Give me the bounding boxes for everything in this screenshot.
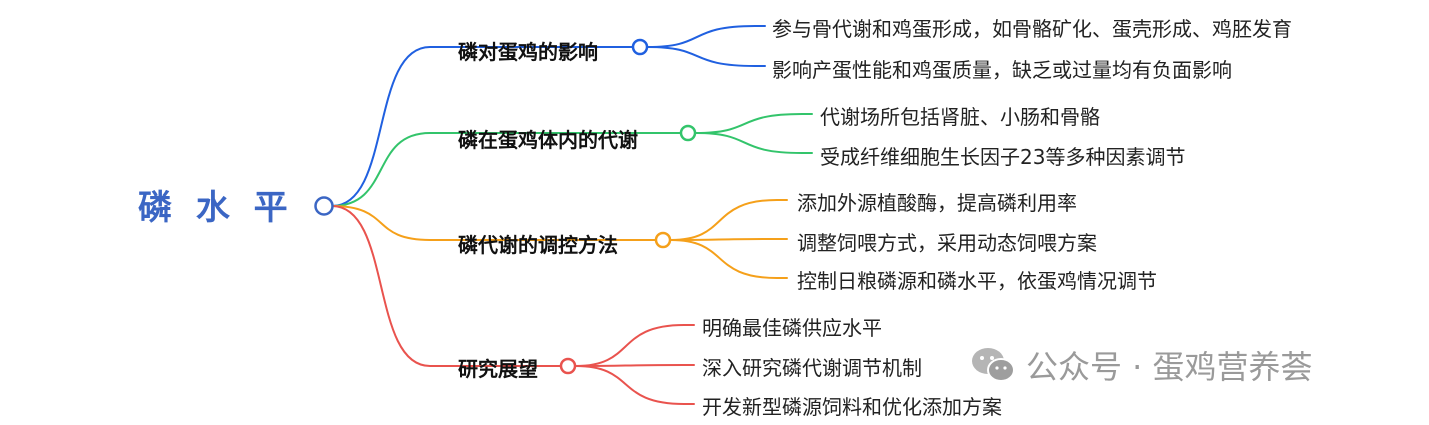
leaf-item[interactable]: 明确最佳磷供应水平 [702, 316, 882, 340]
connector-line [331, 132, 681, 207]
leaf-item[interactable]: 参与骨代谢和鸡蛋形成，如骨骼矿化、蛋壳形成、鸡胚发育 [772, 17, 1292, 41]
leaf-item[interactable]: 深入研究磷代谢调节机制 [702, 356, 922, 380]
connector-line [331, 46, 633, 207]
connector-line [670, 238, 788, 241]
branch-node[interactable] [631, 38, 649, 56]
branch-metabolism[interactable]: 磷在蛋鸡体内的代谢 [458, 128, 638, 152]
leaf-item[interactable]: 控制日粮磷源和磷水平，依蛋鸡情况调节 [797, 269, 1157, 293]
root-node[interactable] [314, 196, 334, 216]
connector-line [647, 25, 766, 48]
branch-node[interactable] [679, 124, 697, 142]
connector-line [695, 132, 813, 154]
branch-node[interactable] [654, 231, 672, 249]
connector-line [670, 199, 788, 241]
branch-regulation-methods[interactable]: 磷代谢的调控方法 [458, 233, 618, 257]
connector-line [695, 113, 813, 134]
leaf-item[interactable]: 添加外源植酸酶，提高磷利用率 [797, 191, 1077, 215]
branch-node[interactable] [559, 357, 577, 375]
connector-line [331, 205, 656, 241]
leaf-item[interactable]: 调整饲喂方式，采用动态饲喂方案 [797, 231, 1097, 255]
connector-line [575, 324, 695, 367]
connector-line [670, 239, 788, 279]
watermark-text: 公众号 · 蛋鸡营养荟 [1026, 348, 1313, 386]
connector-line [575, 364, 695, 367]
watermark: 公众号 · 蛋鸡营养荟 [970, 342, 1313, 388]
leaf-item[interactable]: 代谢场所包括肾脏、小肠和骨骼 [820, 105, 1100, 129]
leaf-item[interactable]: 受成纤维细胞生长因子23等多种因素调节 [820, 145, 1186, 169]
root-topic[interactable]: 磷 水 平 [138, 188, 294, 228]
connector-line [331, 205, 561, 367]
leaf-item[interactable]: 影响产蛋性能和鸡蛋质量，缺乏或过量均有负面影响 [772, 58, 1232, 82]
branch-research-outlook[interactable]: 研究展望 [458, 357, 538, 381]
connector-line [647, 46, 766, 67]
leaf-item[interactable]: 开发新型磷源饲料和优化添加方案 [702, 395, 1002, 419]
connector-line [575, 365, 695, 405]
branch-effects-on-hens[interactable]: 磷对蛋鸡的影响 [458, 40, 598, 64]
wechat-icon [972, 348, 1015, 382]
